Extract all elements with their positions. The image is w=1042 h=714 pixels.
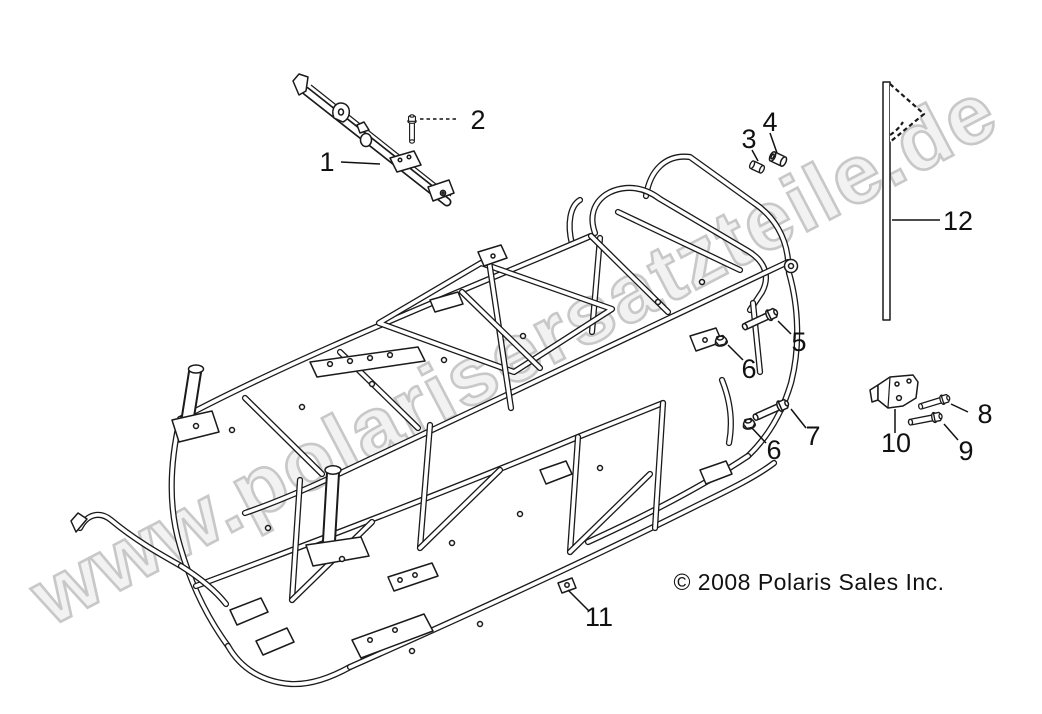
callout-5: 5 [791, 327, 806, 357]
part-8-bolt [916, 392, 952, 413]
part-7-bolt [750, 396, 792, 424]
copyright-text: © 2008 Polaris Sales Inc. [673, 569, 944, 595]
callout-2: 2 [470, 105, 485, 135]
part-12-flag [882, 81, 926, 321]
part-4-bushing [768, 151, 788, 167]
callout-leaders [340, 118, 969, 612]
frame-illustration [70, 153, 801, 688]
callout-6-lower: 6 [766, 435, 781, 465]
callout-6-upper: 6 [741, 354, 756, 384]
callout-4: 4 [762, 107, 777, 137]
part-9-bolt [906, 410, 944, 429]
callout-12: 12 [943, 206, 973, 236]
part-10-bracket [869, 374, 919, 409]
callout-3: 3 [741, 124, 756, 154]
callout-8: 8 [977, 399, 992, 429]
part-5-bolt [739, 305, 781, 334]
callout-numbers: 1 2 3 4 5 6 6 7 8 9 10 11 12 [319, 105, 992, 632]
callout-7: 7 [805, 421, 820, 451]
callout-11: 11 [585, 602, 613, 632]
part-1-support-rail [292, 73, 455, 207]
part-2-bolt [407, 114, 417, 144]
callout-10: 10 [881, 428, 911, 458]
callout-1: 1 [319, 147, 334, 177]
part-3-spacer [748, 160, 766, 174]
callout-9: 9 [958, 436, 973, 466]
